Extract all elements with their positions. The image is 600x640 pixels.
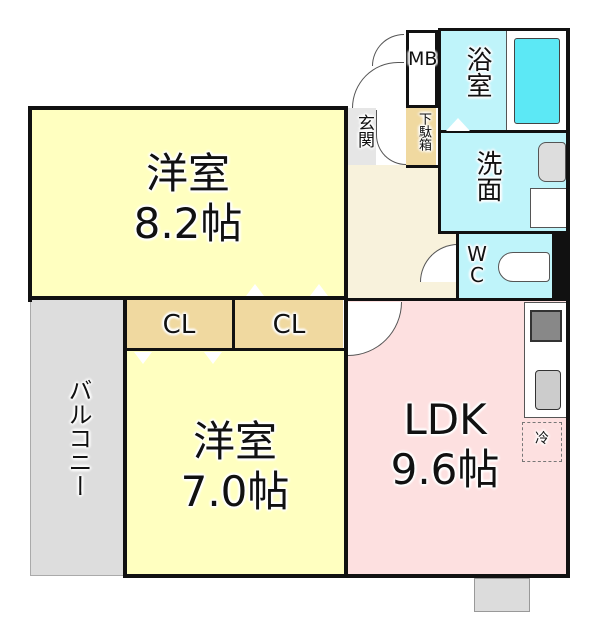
wall	[28, 296, 348, 300]
wall	[552, 231, 568, 299]
wall	[232, 298, 235, 350]
wall	[123, 298, 127, 578]
kitchen-sink-icon	[535, 370, 561, 410]
closet-2-label: CL	[272, 310, 306, 340]
meter-box-label-m: MB	[408, 48, 438, 70]
bathtub-basin	[514, 38, 560, 124]
closet-door-marker	[246, 284, 264, 296]
washing-machine-pan-icon	[530, 188, 568, 228]
entrance	[346, 108, 376, 165]
western-room-7-0	[125, 350, 345, 576]
ldk-size: 9.6帖	[390, 445, 500, 494]
washbasin-icon	[538, 142, 566, 182]
shoe-box-label: 下駄箱	[416, 112, 431, 151]
western-room-7-0-name: 洋室	[192, 417, 277, 466]
wall	[438, 231, 568, 234]
wall	[456, 231, 459, 299]
mb-door-2	[352, 62, 404, 108]
wall	[438, 28, 570, 31]
wall	[344, 106, 348, 576]
wall	[28, 106, 348, 110]
stove-icon	[530, 310, 562, 342]
wall	[566, 28, 570, 578]
closet-1-label: CL	[162, 310, 196, 340]
fridge-label: 冷	[535, 431, 549, 447]
western-room-7-0-size: 7.0帖	[180, 467, 290, 516]
wall	[346, 298, 568, 301]
closet-door-marker	[310, 284, 328, 296]
western-room-8-2-name: 洋室	[145, 149, 230, 198]
bathroom-label: 浴室	[462, 46, 492, 98]
outdoor-unit-space	[474, 578, 530, 612]
closet-2	[235, 300, 343, 350]
balcony	[30, 298, 125, 576]
entrance-door	[376, 110, 406, 165]
toilet-label: WC	[467, 242, 487, 287]
wall	[123, 574, 570, 578]
balcony-label: バルコニー	[64, 378, 92, 498]
closet-1	[125, 300, 233, 350]
fridge-space	[522, 422, 562, 462]
wall	[438, 130, 568, 133]
entrance-label: 玄関	[354, 114, 374, 148]
wall	[28, 106, 32, 302]
wall	[406, 165, 440, 168]
closet-door-marker	[134, 352, 152, 364]
washroom-label: 洗面	[472, 150, 502, 202]
western-room-8-2-size: 8.2帖	[133, 199, 243, 248]
ldk-name: LDK	[403, 395, 487, 444]
shoe-box	[406, 108, 436, 166]
meter-box	[406, 30, 438, 108]
western-room-8-2	[28, 108, 346, 300]
bathroom-door-marker	[446, 118, 470, 131]
closet-door-marker	[204, 352, 222, 364]
toilet-bowl-icon	[498, 252, 550, 282]
